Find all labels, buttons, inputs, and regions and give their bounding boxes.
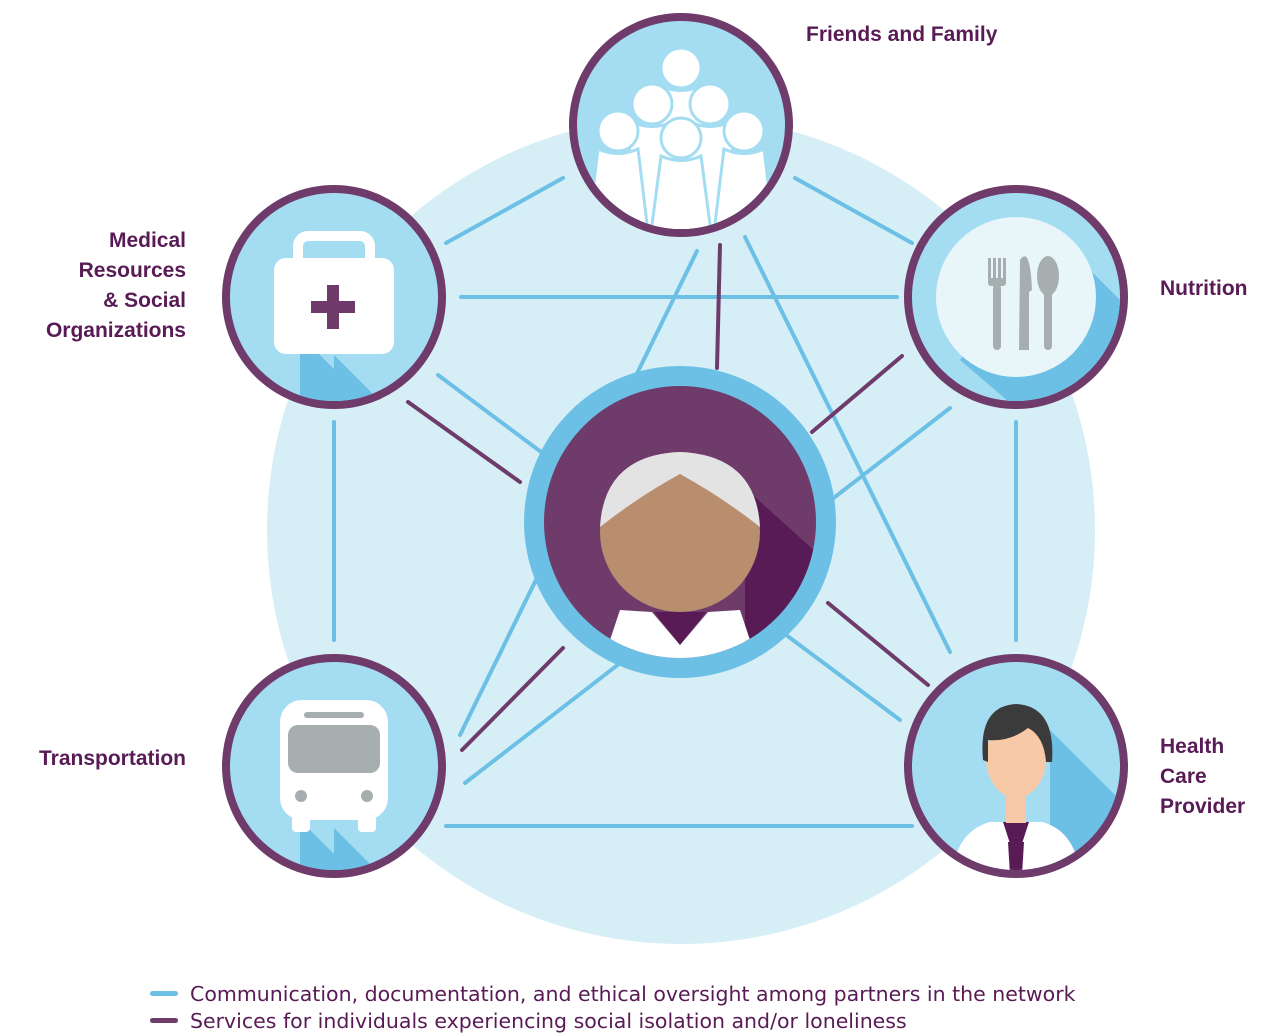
health-care-provider-node bbox=[904, 654, 1128, 878]
service-line bbox=[826, 601, 930, 687]
label-line: Care bbox=[1160, 765, 1207, 788]
legend-item-communication: Communication, documentation, and ethica… bbox=[150, 980, 1076, 1007]
service-line bbox=[406, 400, 522, 484]
older-person-icon bbox=[590, 452, 770, 658]
legend-label: Services for individuals experiencing so… bbox=[190, 1008, 907, 1033]
friends-family-label: Friends and Family bbox=[806, 20, 997, 50]
label-line: & Social bbox=[103, 289, 186, 312]
communication-line bbox=[444, 176, 565, 245]
label-line: Medical bbox=[108, 229, 186, 252]
legend-item-services: Services for individuals experiencing so… bbox=[150, 1007, 1076, 1034]
legend-swatch-light-blue bbox=[150, 991, 178, 996]
service-line bbox=[460, 646, 565, 752]
service-line bbox=[810, 354, 904, 434]
legend-swatch-purple bbox=[150, 1018, 178, 1023]
service-line bbox=[715, 243, 722, 370]
medical-resources-label: Medical Resources & Social Organizations bbox=[46, 226, 186, 346]
label-line: Organizations bbox=[45, 319, 186, 342]
health-care-provider-label: Health Care Provider bbox=[1160, 732, 1245, 822]
legend: Communication, documentation, and ethica… bbox=[150, 980, 1076, 1034]
transportation-label: Transportation bbox=[39, 744, 186, 774]
label-line: Nutrition bbox=[1160, 277, 1248, 300]
first-aid-kit-icon bbox=[274, 231, 394, 354]
communication-line bbox=[793, 176, 914, 245]
label-line: Friends and Family bbox=[806, 23, 998, 46]
label-line: Provider bbox=[1160, 795, 1246, 818]
legend-label: Communication, documentation, and ethica… bbox=[190, 981, 1076, 1006]
doctor-icon bbox=[950, 704, 1082, 870]
service-lines bbox=[406, 243, 930, 752]
center-person-node bbox=[524, 366, 836, 678]
transportation-node bbox=[222, 654, 446, 878]
label-line: Transportation bbox=[38, 747, 186, 770]
people-group-icon bbox=[585, 46, 777, 229]
medical-resources-node bbox=[222, 185, 446, 409]
communication-line bbox=[743, 235, 952, 654]
label-line: Resources bbox=[78, 259, 186, 282]
nutrition-label: Nutrition bbox=[1160, 274, 1247, 304]
friends-family-node bbox=[569, 13, 793, 237]
label-line: Health bbox=[1160, 735, 1225, 758]
bus-icon bbox=[280, 700, 388, 832]
cutlery-plate-icon bbox=[936, 217, 1096, 377]
